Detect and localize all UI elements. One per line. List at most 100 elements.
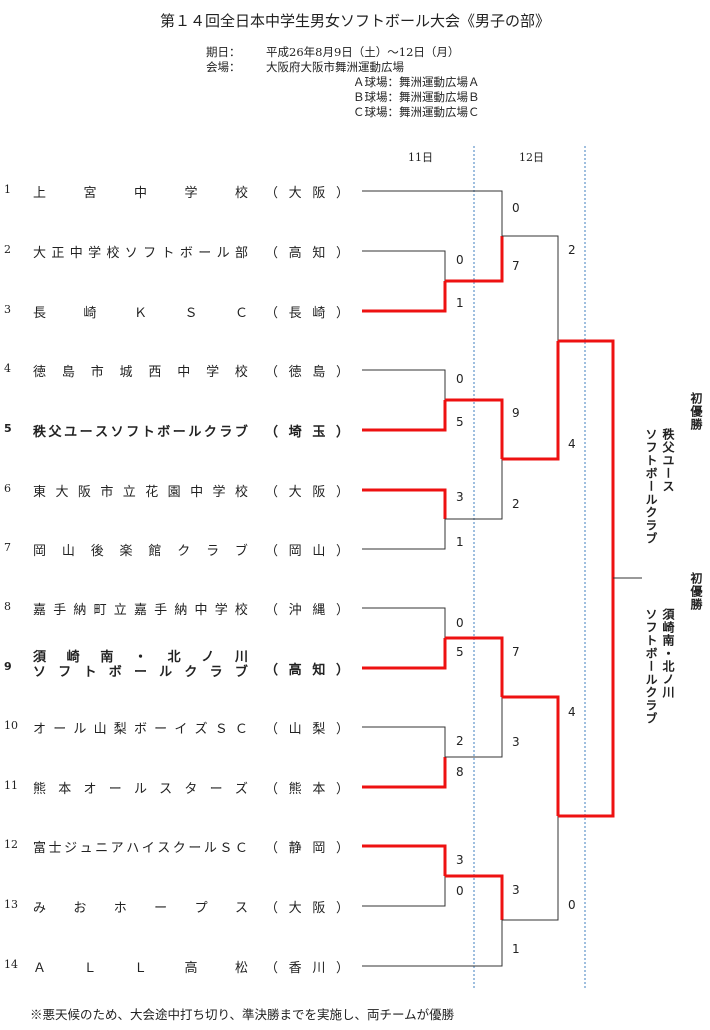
team-name: 徳島市城西中学校 xyxy=(33,365,248,380)
team-prefecture: （大阪） xyxy=(265,485,349,500)
line-team3-win xyxy=(362,281,447,313)
team-name: 東大阪市立花園中学校 xyxy=(33,485,248,500)
team-prefecture: （山梨） xyxy=(265,722,349,737)
line-team4 xyxy=(362,369,446,400)
score-r2-team11: 3 xyxy=(512,735,520,749)
score-r1-team3: 1 xyxy=(456,296,464,310)
team-prefecture: （沖縄） xyxy=(265,603,349,618)
score-r2-team5: 9 xyxy=(512,406,520,420)
team-number: 5 xyxy=(4,422,12,435)
team-prefecture: （徳島） xyxy=(265,365,349,380)
team-number: 4 xyxy=(4,362,11,375)
footnote: ※悪天候のため、大会途中打ち切り、準決勝までを実施し、両チームが優勝 xyxy=(30,1007,455,1022)
team-name: みおホープス xyxy=(33,901,248,916)
line-sf-top-b-win xyxy=(502,341,560,461)
field-c: Ｃ球場：舞洲運動広場Ｃ xyxy=(353,105,480,119)
score-r1-team2: 0 xyxy=(456,253,464,267)
period-label: 期日： xyxy=(206,45,241,59)
score-r1-team4: 0 xyxy=(456,372,464,386)
field-b: Ｂ球場：舞洲運動広場Ｂ xyxy=(353,90,480,104)
score-r1-team9: 5 xyxy=(456,645,464,659)
team-number: 7 xyxy=(4,541,11,554)
team-number: 1 xyxy=(4,183,11,196)
score-r1-team13: 0 xyxy=(456,884,464,898)
line-team5-win xyxy=(362,400,447,432)
venue-label: 会場： xyxy=(206,60,241,74)
team-prefecture: （岡山） xyxy=(265,544,349,559)
team-name: 須崎南・北ノ川ソフトボールクラブ xyxy=(33,650,248,680)
score-sf-bot-b: 0 xyxy=(568,898,576,912)
score-sf-bot-a: 4 xyxy=(568,705,576,719)
team-prefecture: （高知） xyxy=(265,246,349,261)
line-r2-6 xyxy=(445,459,503,520)
line-r2-12-win xyxy=(445,874,504,920)
champion-1-line1: 秩父ユース xyxy=(661,428,675,493)
line-team14 xyxy=(362,920,503,967)
line-sf-top-a xyxy=(502,235,559,341)
line-team9-win xyxy=(362,638,447,670)
line-final-bot xyxy=(558,578,615,818)
field-a: Ａ球場：舞洲運動広場Ａ xyxy=(353,75,480,89)
team-number: 9 xyxy=(4,660,12,673)
score-r2-team9: 7 xyxy=(512,645,520,659)
score-r1-team10: 2 xyxy=(456,734,464,748)
line-team1 xyxy=(362,190,503,236)
line-team6-win xyxy=(362,488,447,519)
line-team7 xyxy=(362,519,446,550)
team-name: 大正中学校ソフトボール部 xyxy=(33,246,248,261)
team-name: 嘉手納町立嘉手納中学校 xyxy=(33,603,248,618)
champion-1-line2: ソフトボールクラブ xyxy=(644,428,658,545)
team-number: 10 xyxy=(4,719,18,732)
team-number: 6 xyxy=(4,482,11,495)
team-number: 14 xyxy=(4,958,18,971)
line-r2-11 xyxy=(445,697,503,758)
champion-label-2: 初優勝 xyxy=(689,572,703,611)
champion-2-line1: 須崎南・北ノ川 xyxy=(661,608,675,699)
line-team12-win xyxy=(362,844,447,876)
page-title: 第１４回全日本中学生男女ソフトボール大会《男子の部》 xyxy=(159,12,550,30)
score-sf-top-a: 2 xyxy=(568,243,576,257)
line-final-top xyxy=(558,339,615,578)
score-r1-team6: 3 xyxy=(456,490,464,504)
team-name: 熊本オールスターズ xyxy=(33,782,248,797)
score-r2-team12: 3 xyxy=(512,883,520,897)
score-r1-team12: 3 xyxy=(456,853,464,867)
line-team13 xyxy=(362,876,446,907)
line-r2-9-win xyxy=(445,636,504,697)
team-number: 8 xyxy=(4,600,11,613)
team-name: 秩父ユースソフトボールクラブ xyxy=(33,425,248,440)
score-r2-team6: 2 xyxy=(512,497,520,511)
score-sf-top-b: 4 xyxy=(568,437,576,451)
team-name: 上宮中学校 xyxy=(33,186,248,201)
score-r2-team1: 0 xyxy=(512,201,520,215)
day-11-label: 11日 xyxy=(408,151,433,164)
team-prefecture: （長崎） xyxy=(265,306,349,321)
line-team8 xyxy=(362,607,446,638)
score-r1-team11: 8 xyxy=(456,765,464,779)
score-r1-team8: 0 xyxy=(456,616,464,630)
team-number: 3 xyxy=(4,303,11,316)
team-number: 11 xyxy=(4,779,18,792)
team-number: 13 xyxy=(4,898,18,911)
team-prefecture: （静岡） xyxy=(265,841,349,856)
score-r1-team5: 5 xyxy=(456,415,464,429)
line-team11-win xyxy=(362,757,447,789)
line-sf-bot-b xyxy=(502,816,559,921)
period-value: 平成26年8月9日（土）〜12日（月） xyxy=(266,45,460,59)
team-name: 岡山後楽館クラブ xyxy=(33,544,248,559)
score-r2-team14: 1 xyxy=(512,942,520,956)
score-r2-team3: 7 xyxy=(512,259,520,273)
line-sf-bot-a-win xyxy=(502,695,560,816)
team-prefecture: （香川） xyxy=(265,961,349,976)
team-prefecture: （高知） xyxy=(265,663,349,678)
venue-value: 大阪府大阪市舞洲運動広場 xyxy=(266,60,404,74)
team-prefecture: （熊本） xyxy=(265,782,349,797)
team-prefecture: （埼玉） xyxy=(265,425,349,440)
team-prefecture: （大阪） xyxy=(265,901,349,916)
line-r2-3-win xyxy=(445,236,504,283)
